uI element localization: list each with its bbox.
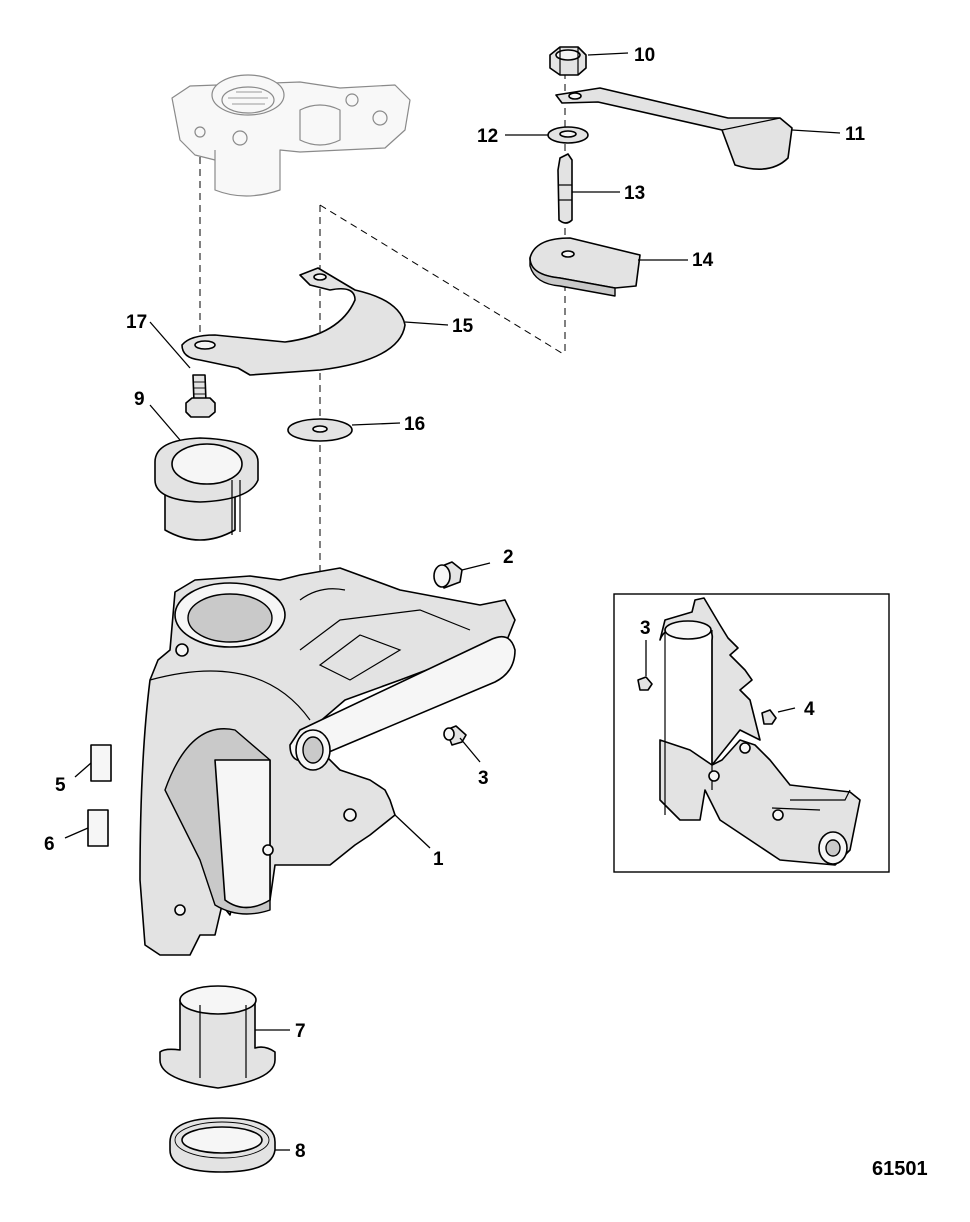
callout-16: 16 bbox=[404, 414, 425, 435]
callout-12: 12 bbox=[477, 126, 498, 147]
part-1-swivel-bracket bbox=[139, 567, 516, 956]
part-9-upper-bushing bbox=[154, 437, 259, 541]
figure-id-number: 61501 bbox=[872, 1158, 928, 1180]
part-3-grease-fitting bbox=[443, 725, 467, 746]
callout-7: 7 bbox=[295, 1021, 306, 1042]
callout-13: 13 bbox=[624, 183, 645, 204]
part-16-washer bbox=[287, 418, 353, 442]
callout-5: 5 bbox=[55, 775, 66, 796]
part-10-nut bbox=[549, 46, 587, 76]
inset-callout-3: 3 bbox=[640, 618, 651, 639]
part-17-bolt bbox=[185, 374, 216, 418]
callout-2: 2 bbox=[503, 547, 514, 568]
part-8-seal bbox=[169, 1117, 276, 1173]
callout-labels: 10 11 12 13 14 15 17 9 16 2 3 1 5 6 7 8 … bbox=[44, 45, 928, 1180]
callout-15: 15 bbox=[452, 316, 474, 337]
callout-8: 8 bbox=[295, 1141, 306, 1162]
part-11-steering-arm bbox=[555, 87, 793, 170]
part-15-curved-plate bbox=[181, 267, 406, 376]
callout-3: 3 bbox=[478, 768, 489, 789]
callout-17: 17 bbox=[126, 312, 147, 333]
inset-callout-4: 4 bbox=[804, 699, 815, 720]
part-12-washer bbox=[547, 126, 589, 144]
part-5-decal bbox=[90, 744, 112, 782]
callout-9: 9 bbox=[134, 389, 145, 410]
callout-14: 14 bbox=[692, 250, 714, 271]
part-7-lower-bushing bbox=[159, 985, 276, 1089]
swivel-head-reference bbox=[171, 74, 411, 197]
leader-lines bbox=[64, 52, 841, 1151]
inset-view bbox=[613, 593, 890, 873]
part-2-plug bbox=[433, 561, 463, 589]
callout-10: 10 bbox=[634, 45, 655, 66]
callout-1: 1 bbox=[433, 849, 444, 870]
part-6-decal bbox=[87, 809, 109, 847]
part-13-pin bbox=[557, 153, 573, 224]
callout-11: 11 bbox=[845, 124, 866, 145]
callout-6: 6 bbox=[44, 834, 55, 855]
part-14-tab-plate bbox=[529, 237, 641, 297]
